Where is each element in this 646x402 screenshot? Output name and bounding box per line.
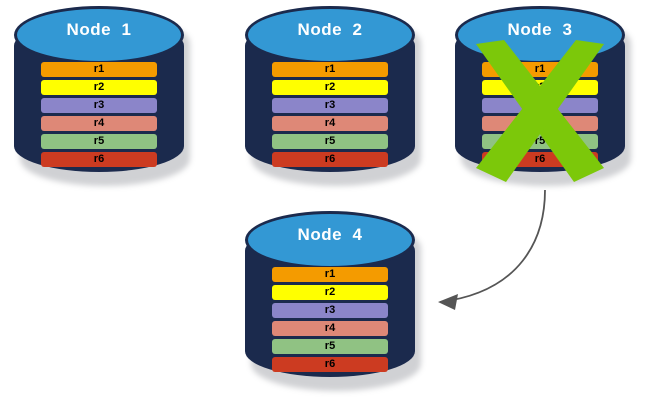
record-row[interactable]: r5 xyxy=(482,134,598,149)
record-row[interactable]: r4 xyxy=(272,116,388,131)
record-row[interactable]: r4 xyxy=(41,116,157,131)
record-row[interactable]: r6 xyxy=(482,152,598,167)
record-stack: r1 r2 r3 r4 r5 r6 xyxy=(482,62,598,170)
record-row[interactable]: r1 xyxy=(272,267,388,282)
node-label: Node 4 xyxy=(297,225,363,244)
record-row[interactable]: r3 xyxy=(482,98,598,113)
node-label: Node 2 xyxy=(297,20,363,39)
record-row[interactable]: r1 xyxy=(272,62,388,77)
record-row[interactable]: r5 xyxy=(272,339,388,354)
record-row[interactable]: r1 xyxy=(482,62,598,77)
node-top-disc xyxy=(245,211,415,269)
record-row[interactable]: r2 xyxy=(272,285,388,300)
node-3[interactable]: Node 3 r1 r2 r3 r4 r5 r6 xyxy=(455,6,631,186)
record-row[interactable]: r4 xyxy=(272,321,388,336)
record-row[interactable]: r2 xyxy=(272,80,388,95)
record-row[interactable]: r2 xyxy=(482,80,598,95)
node-4[interactable]: Node 4 r1 r2 r3 r4 r5 r6 xyxy=(245,211,421,391)
record-row[interactable]: r3 xyxy=(41,98,157,113)
record-row[interactable]: r6 xyxy=(272,152,388,167)
node-1[interactable]: Node 1 r1 r2 r3 r4 r5 r6 xyxy=(14,6,190,186)
node-label: Node 3 xyxy=(507,20,573,39)
node-label: Node 1 xyxy=(66,20,132,39)
record-row[interactable]: r2 xyxy=(41,80,157,95)
record-row[interactable]: r6 xyxy=(272,357,388,372)
node-2[interactable]: Node 2 r1 r2 r3 r4 r5 r6 xyxy=(245,6,421,186)
record-stack: r1 r2 r3 r4 r5 r6 xyxy=(272,62,388,170)
record-row[interactable]: r1 xyxy=(41,62,157,77)
record-row[interactable]: r5 xyxy=(41,134,157,149)
record-row[interactable]: r6 xyxy=(41,152,157,167)
record-stack: r1 r2 r3 r4 r5 r6 xyxy=(41,62,157,170)
record-row[interactable]: r5 xyxy=(272,134,388,149)
record-row[interactable]: r4 xyxy=(482,116,598,131)
record-stack: r1 r2 r3 r4 r5 r6 xyxy=(272,267,388,375)
record-row[interactable]: r3 xyxy=(272,303,388,318)
record-row[interactable]: r3 xyxy=(272,98,388,113)
